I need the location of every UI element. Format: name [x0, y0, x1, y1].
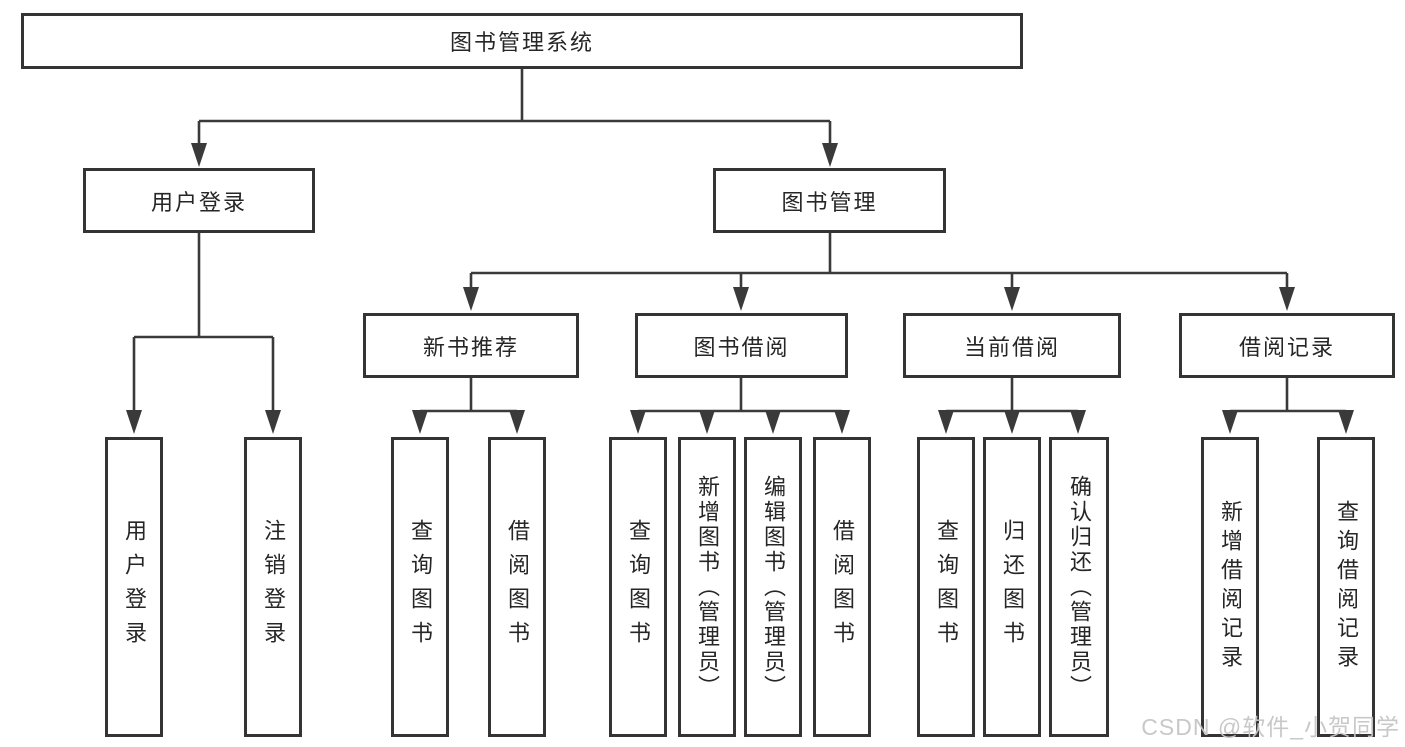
leaf-borrow-edit-book: 编辑图书（管理员）: [744, 437, 802, 737]
leaf-logout: 注销登录: [244, 437, 302, 737]
node-current-borrow-label: 当前借阅: [963, 334, 1060, 360]
watermark-text: CSDN @软件_小贺同学: [1141, 714, 1400, 740]
leaf-borrow-query-book: 查询图书: [609, 437, 667, 737]
leaf-borrow-add-book-label: 新增图书（管理员）: [695, 474, 720, 700]
node-user-login-label: 用户登录: [150, 189, 247, 215]
leaf-borrow-add-book: 新增图书（管理员）: [678, 437, 736, 737]
node-new-book-recommend-label: 新书推荐: [422, 334, 519, 360]
leaf-current-query-book: 查询图书: [917, 437, 975, 737]
node-root-label: 图书管理系统: [449, 30, 594, 55]
leaf-borrow-borrow-book: 借阅图书: [813, 437, 871, 737]
leaf-records-add-record-label: 新增借阅记录: [1218, 500, 1243, 674]
leaf-records-add-record: 新增借阅记录: [1201, 437, 1259, 737]
node-book-borrow-label: 图书借阅: [693, 334, 790, 360]
node-new-book-recommend: 新书推荐: [363, 313, 579, 378]
arrowheads: [126, 143, 1354, 434]
node-borrow-records: 借阅记录: [1179, 313, 1395, 378]
node-book-management-label: 图书管理: [781, 189, 878, 215]
leaf-current-confirm-return: 确认归还（管理员）: [1049, 437, 1109, 737]
node-root-system: 图书管理系统: [21, 13, 1023, 69]
leaf-recommend-query-book-label: 查询图书: [408, 519, 433, 655]
node-user-login: 用户登录: [83, 168, 315, 233]
leaf-borrow-query-book-label: 查询图书: [626, 519, 651, 655]
leaf-user-login-label: 用户登录: [122, 519, 147, 655]
leaf-user-login: 用户登录: [105, 437, 163, 737]
leaf-borrow-borrow-book-label: 借阅图书: [830, 519, 855, 655]
leaf-logout-label: 注销登录: [261, 519, 286, 655]
leaf-recommend-borrow-book-label: 借阅图书: [505, 519, 530, 655]
leaf-current-confirm-return-label: 确认归还（管理员）: [1067, 474, 1092, 700]
leaf-recommend-query-book: 查询图书: [391, 437, 449, 737]
node-book-borrow: 图书借阅: [635, 313, 848, 378]
leaf-recommend-borrow-book: 借阅图书: [488, 437, 546, 737]
node-current-borrow: 当前借阅: [903, 313, 1121, 378]
leaf-current-return-book-label: 归还图书: [1000, 519, 1025, 655]
node-book-management: 图书管理: [713, 168, 946, 233]
leaf-records-query-record: 查询借阅记录: [1317, 437, 1375, 737]
node-borrow-records-label: 借阅记录: [1238, 334, 1335, 360]
leaf-records-query-record-label: 查询借阅记录: [1334, 500, 1359, 674]
leaf-current-return-book: 归还图书: [983, 437, 1041, 737]
leaf-current-query-book-label: 查询图书: [934, 519, 959, 655]
leaf-borrow-edit-book-label: 编辑图书（管理员）: [761, 474, 786, 700]
